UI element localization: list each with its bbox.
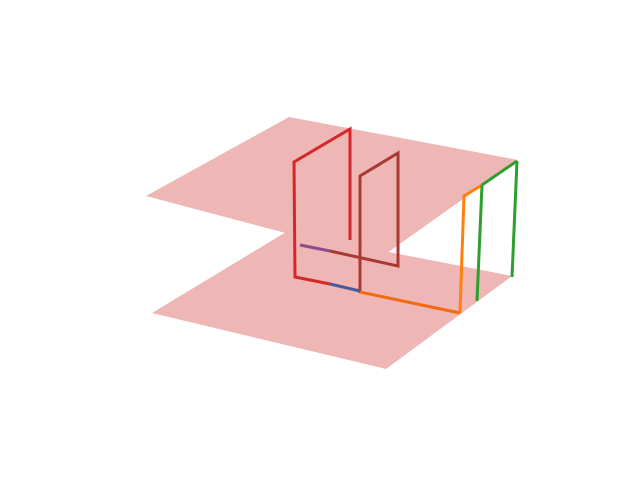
red-frame-path xyxy=(292,126,352,286)
orange-bottom-edge xyxy=(359,290,461,315)
green-top-edge xyxy=(481,159,518,187)
purple-segment xyxy=(299,243,331,253)
blue-segment xyxy=(329,282,361,293)
upper-plane xyxy=(146,117,518,258)
green-vertical-edge-1 xyxy=(475,184,484,302)
green-vertical-edge-2 xyxy=(510,160,519,278)
orange-vertical-edge xyxy=(458,183,483,314)
lower-plane xyxy=(152,232,512,369)
brown-frame-path xyxy=(329,150,400,293)
